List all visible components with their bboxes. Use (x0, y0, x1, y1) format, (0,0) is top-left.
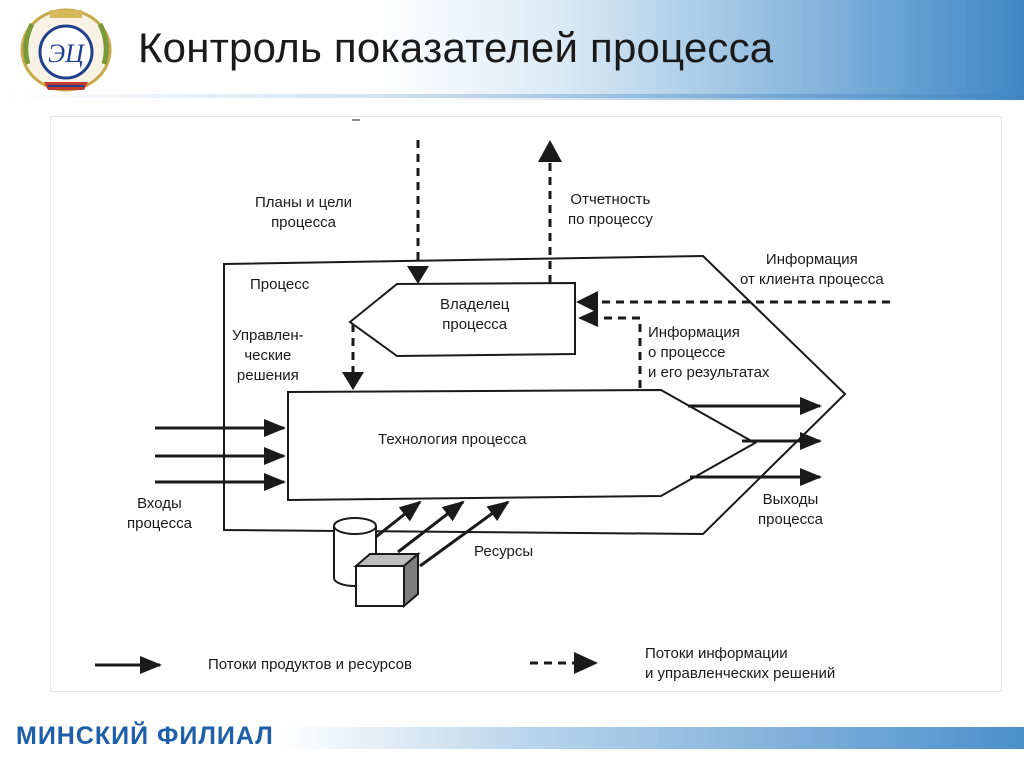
resources-label: Ресурсы (474, 543, 534, 560)
process-label: Процесс (250, 276, 310, 293)
footer-branch-name: МИНСКИЙ ФИЛИАЛ (16, 722, 274, 750)
header-divider (0, 94, 1024, 98)
client-info-arrowhead (576, 291, 598, 313)
legend-dashed-arrowhead (574, 652, 598, 674)
technology-box (287, 388, 758, 502)
legend-solid-label: Потоки продуктов и ресурсов (208, 656, 412, 673)
svg-text:ЭЦ: ЭЦ (48, 39, 85, 68)
management-decisions-arrowhead (342, 372, 364, 390)
process-info-dashed-line (600, 316, 642, 388)
reporting-arrowhead (538, 140, 562, 162)
owner-box (348, 281, 576, 358)
resource-arrow-3 (419, 500, 510, 568)
university-emblem-logo: ЭЦ (20, 8, 112, 92)
resource-arrow-1 (371, 500, 422, 542)
footer-bar (0, 727, 1024, 749)
resource-arrow-2 (397, 500, 465, 554)
slide-header (0, 0, 1024, 100)
plans-goals-arrowhead (407, 266, 429, 284)
process-boundary-arrow (223, 254, 847, 536)
process-info-arrowhead (578, 309, 598, 327)
slide-title: Контроль показателей процесса (138, 24, 774, 71)
resource-box-icon (353, 551, 421, 609)
technology-label: Технология процесса (378, 431, 527, 448)
